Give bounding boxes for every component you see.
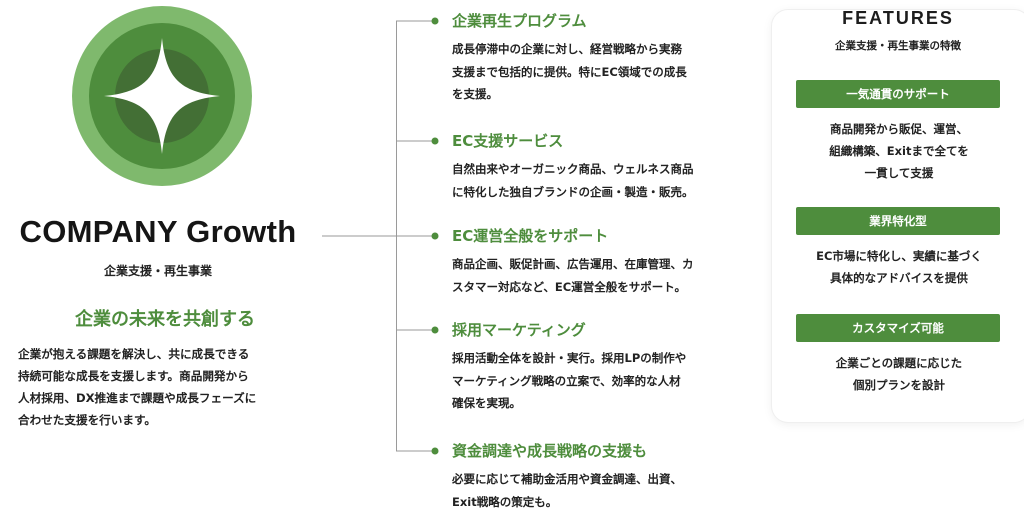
service-title: 採用マーケティング (452, 321, 586, 339)
feature-line: 商品開発から販促、運営、 (830, 122, 968, 136)
service-line: 確保を実現。 (452, 396, 521, 410)
feature-line: 個別プランを設計 (853, 378, 945, 392)
service-description: 必要に応じて補助金活用や資金調達、出資、 Exit戦略の策定も。 (452, 468, 762, 513)
service-funding-strategy: 資金調達や成長戦略の支援も 必要に応じて補助金活用や資金調達、出資、 Exit戦… (452, 441, 762, 513)
description-line: 人材採用、DX推進まで課題や成長フェーズに (18, 391, 257, 405)
service-line: 支援まで包括的に提供。特にEC領域での成長 (452, 64, 687, 79)
service-line: 成長停滞中の企業に対し、経営戦略から実務 (452, 42, 682, 56)
service-line: マーケティング戦略の立案で、効率的な人材 (452, 373, 681, 388)
feature-line: 一貫して支援 (864, 166, 934, 180)
feature-badge: 業界特化型 (796, 207, 1000, 235)
feature-line: EC市場に特化し、実績に基づく (816, 249, 982, 263)
service-description: 自然由来やオーガニック商品、ウェルネス商品 に特化した独自ブランドの企画・製造・… (452, 158, 762, 203)
four-point-star-icon (72, 6, 252, 186)
service-line: スタマー対応など、EC運営全般をサポート。 (452, 279, 686, 294)
service-line: 自然由来やオーガニック商品、ウェルネス商品 (452, 162, 694, 176)
feature-line: 具体的なアドバイスを提供 (830, 271, 968, 285)
service-description: 採用活動全体を設計・実行。採用LPの制作や マーケティング戦略の立案で、効率的な… (452, 347, 762, 415)
features-subtitle: 企業支援・再生事業の特徴 (835, 40, 961, 52)
service-title: 企業再生プログラム (452, 12, 587, 30)
service-title: EC支援サービス (452, 132, 564, 150)
service-title: 資金調達や成長戦略の支援も (452, 442, 648, 460)
service-line: に特化した独自ブランドの企画・製造・販売。 (452, 184, 694, 199)
features-title: FEATURES (842, 8, 954, 28)
service-title: EC運営全般をサポート (452, 227, 609, 245)
connector-dot (431, 447, 439, 455)
description-line: 企業が抱える課題を解決し、共に成長できる (18, 347, 250, 361)
description-line: 持続可能な成長を支援します。商品開発から (18, 369, 249, 383)
connector-dot (431, 232, 439, 240)
service-description: 商品企画、販促計画、広告運用、在庫管理、カ スタマー対応など、EC運営全般をサポ… (452, 253, 762, 298)
company-name: COMPANY Growth (19, 214, 297, 249)
service-ec-operations: EC運営全般をサポート 商品企画、販促計画、広告運用、在庫管理、カ スタマー対応… (452, 226, 762, 298)
feature-badge: カスタマイズ可能 (796, 314, 1000, 342)
feature-description: 商品開発から販促、運営、 組織構築、Exitまで全てを 一貫して支援 (786, 118, 1012, 184)
service-line: を支援。 (452, 87, 498, 101)
service-line: 商品企画、販促計画、広告運用、在庫管理、カ (452, 257, 694, 271)
company-logo (72, 6, 252, 186)
connector-dot (431, 326, 439, 334)
feature-badge: 一気通貫のサポート (796, 80, 1000, 108)
feature-line: 組織構築、Exitまで全てを (829, 144, 969, 158)
service-corporate-revitalization: 企業再生プログラム 成長停滞中の企業に対し、経営戦略から実務 支援まで包括的に提… (452, 11, 762, 106)
feature-description: 企業ごとの課題に応じた 個別プランを設計 (786, 352, 1012, 396)
service-line: 採用活動全体を設計・実行。採用LPの制作や (452, 351, 687, 365)
logo-star (104, 38, 220, 154)
feature-description: EC市場に特化し、実績に基づく 具体的なアドバイスを提供 (786, 245, 1012, 289)
connector-dot (431, 137, 439, 145)
connector-dot (431, 17, 439, 25)
company-tagline: 企業支援・再生事業 (103, 264, 212, 278)
description-line: 合わせた支援を行います。 (18, 413, 156, 427)
service-line: Exit戦略の策定も。 (452, 494, 558, 509)
service-ec-support: EC支援サービス 自然由来やオーガニック商品、ウェルネス商品 に特化した独自ブラ… (452, 131, 762, 203)
service-description: 成長停滞中の企業に対し、経営戦略から実務 支援まで包括的に提供。特にEC領域での… (452, 38, 762, 106)
service-line: 必要に応じて補助金活用や資金調達、出資、 (452, 472, 682, 486)
company-headline: 企業の未来を共創する (75, 309, 255, 330)
feature-line: 企業ごとの課題に応じた (835, 356, 963, 370)
service-recruitment-marketing: 採用マーケティング 採用活動全体を設計・実行。採用LPの制作や マーケティング戦… (452, 320, 762, 415)
company-description: 企業が抱える課題を解決し、共に成長できる 持続可能な成長を支援します。商品開発か… (18, 343, 318, 431)
